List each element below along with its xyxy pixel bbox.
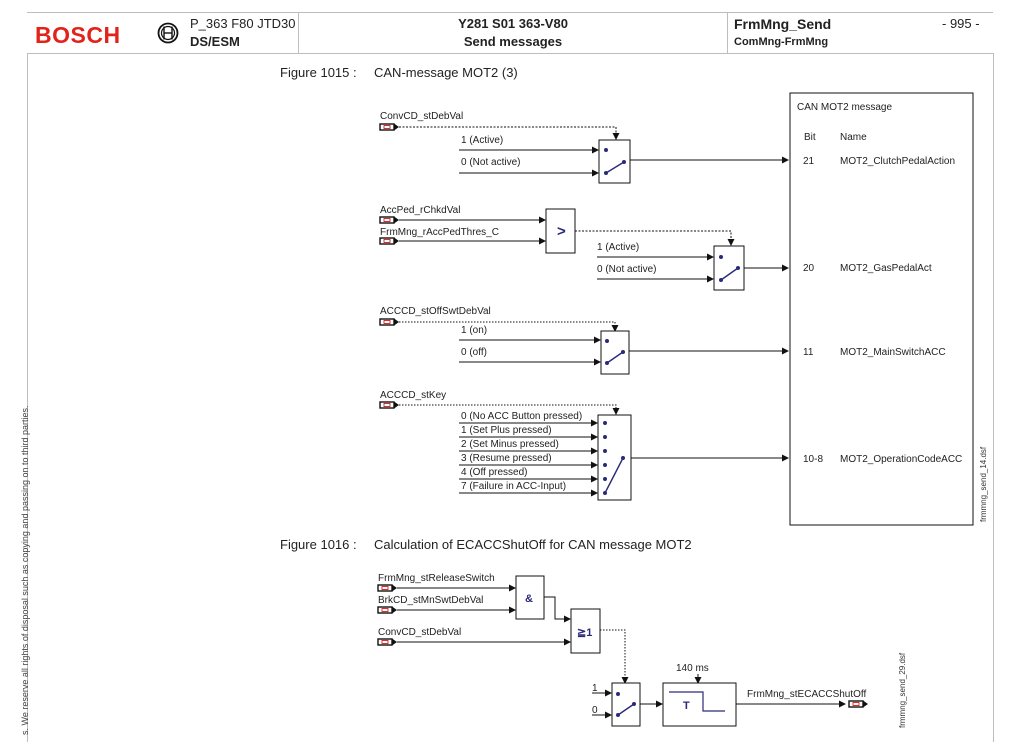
row-name: MOT2_MainSwitchACC bbox=[840, 347, 946, 358]
switch4-option: 2 (Set Minus pressed) bbox=[461, 439, 559, 450]
row-name: MOT2_GasPedalAct bbox=[840, 263, 932, 274]
switch4-option: 3 (Resume pressed) bbox=[461, 453, 552, 464]
column-bit: Bit bbox=[804, 132, 816, 143]
row-bit: 21 bbox=[803, 156, 815, 167]
left-margin-rule bbox=[27, 53, 28, 742]
switch-block-5 bbox=[611, 682, 641, 727]
timer-block: T bbox=[662, 682, 737, 727]
inport-icon bbox=[379, 215, 400, 225]
switch-contact-dot bbox=[603, 449, 607, 453]
header-divider bbox=[298, 13, 299, 53]
switch-contact-dot bbox=[603, 421, 607, 425]
can-mot2-message-box: CAN MOT2 message Bit Name 21 MOT2_Clutch… bbox=[789, 92, 974, 526]
signal-convcd-stdebval-2: ConvCD_stDebVal bbox=[378, 627, 461, 638]
switch1-option-1: 1 (Active) bbox=[461, 135, 503, 146]
inport-icon bbox=[379, 317, 400, 327]
switch4-option: 7 (Failure in ACC-Input) bbox=[461, 481, 566, 492]
inport-icon bbox=[377, 637, 398, 647]
switch3-option-0: 0 (off) bbox=[461, 347, 487, 358]
figure-1016-label: Figure 1016 : bbox=[280, 537, 357, 552]
switch4-option: 4 (Off pressed) bbox=[461, 467, 528, 478]
switch-contact-dot bbox=[603, 463, 607, 467]
outport-icon bbox=[848, 700, 868, 708]
signal-acccd-stkey: ACCCD_stKey bbox=[380, 390, 446, 401]
project-code: P_363 F80 JTD30 bbox=[190, 16, 296, 31]
header-divider bbox=[727, 13, 728, 53]
switch2-option-1: 1 (Active) bbox=[597, 242, 639, 253]
inport-icon bbox=[377, 583, 398, 593]
figure-1016-title: Calculation of ECACCShutOff for CAN mess… bbox=[374, 537, 692, 552]
inport-icon bbox=[377, 605, 398, 615]
row-bit: 10-8 bbox=[803, 454, 823, 465]
inport-icon bbox=[379, 236, 400, 246]
row-bit: 11 bbox=[803, 347, 814, 358]
page-number: - 995 - bbox=[942, 16, 980, 31]
switch5-option-0: 0 bbox=[592, 705, 598, 716]
comparator-block: > bbox=[545, 208, 576, 254]
comparator-symbol: > bbox=[557, 223, 566, 240]
control-line bbox=[399, 404, 620, 415]
switch5-option-1: 1 bbox=[592, 683, 598, 694]
signal-acccd-stoffswtdebval: ACCCD_stOffSwtDebVal bbox=[380, 306, 491, 317]
page-header: BOSCH P_363 F80 JTD30 DS/ESM Y281 S01 36… bbox=[27, 12, 993, 54]
row-bit: 20 bbox=[803, 263, 815, 274]
figure-1015-title: CAN-message MOT2 (3) bbox=[374, 65, 518, 80]
row-name: MOT2_OperationCodeACC bbox=[840, 454, 962, 465]
bosch-armature-icon bbox=[157, 22, 179, 44]
right-margin-rule bbox=[993, 53, 994, 742]
switch-contact-dot bbox=[603, 435, 607, 439]
module-path: ComMng-FrmMng bbox=[734, 36, 829, 48]
and-gate: & bbox=[515, 575, 545, 620]
switch-contact-dot bbox=[603, 477, 607, 481]
signal-frmmng-streleaseswitch: FrmMng_stReleaseSwitch bbox=[378, 573, 495, 584]
signal-accped-rchkdval: AccPed_rChkdVal bbox=[380, 205, 460, 216]
control-line bbox=[600, 629, 629, 684]
control-line bbox=[399, 321, 619, 332]
or-symbol: ≧1 bbox=[577, 627, 592, 639]
message-box-title: CAN MOT2 message bbox=[797, 102, 892, 113]
signal-convcd-stdebval: ConvCD_stDebVal bbox=[380, 111, 463, 122]
timer-parameter: 140 ms bbox=[676, 663, 709, 674]
or-gate: ≧1 bbox=[570, 608, 601, 654]
row-name: MOT2_ClutchPedalAction bbox=[840, 156, 955, 167]
control-line bbox=[575, 230, 735, 246]
switch3-option-1: 1 (on) bbox=[461, 325, 487, 336]
document-number: Y281 S01 363-V80 bbox=[458, 16, 568, 31]
output-signal-label: FrmMng_stECACCShutOff bbox=[747, 689, 867, 700]
switch2-option-0: 0 (Not active) bbox=[597, 264, 656, 275]
column-name: Name bbox=[840, 132, 867, 143]
file-tag-29: frmmng_send_29.dsf bbox=[898, 652, 907, 728]
department: DS/ESM bbox=[190, 34, 240, 49]
document-title: Send messages bbox=[463, 34, 563, 49]
control-line bbox=[399, 126, 620, 140]
figure-1015-label: Figure 1015 : bbox=[280, 65, 357, 80]
signal-brkcd-stmnswtdebval: BrkCD_stMnSwtDebVal bbox=[378, 595, 483, 606]
bosch-logo: BOSCH bbox=[35, 22, 121, 48]
switch1-option-0: 0 (Not active) bbox=[461, 157, 520, 168]
timer-symbol: T bbox=[683, 700, 690, 712]
switch-block-3 bbox=[600, 330, 630, 375]
inport-icon bbox=[379, 400, 400, 410]
switch4-option: 1 (Set Plus pressed) bbox=[461, 425, 552, 436]
signal-frmmng-raccpedthres-c: FrmMng_rAccPedThres_C bbox=[380, 227, 499, 238]
switch-block-1 bbox=[598, 139, 631, 184]
and-symbol: & bbox=[525, 593, 533, 605]
switch4-options: 0 (No ACC Button pressed) 1 (Set Plus pre… bbox=[459, 411, 598, 497]
switch-block-4 bbox=[597, 414, 632, 501]
switch-block-2 bbox=[713, 245, 745, 291]
module-name: FrmMng_Send bbox=[734, 16, 832, 32]
switch4-option: 0 (No ACC Button pressed) bbox=[461, 411, 582, 422]
inport-icon bbox=[379, 122, 400, 132]
file-tag-14: frmmng_send_14.dsf bbox=[979, 446, 988, 522]
